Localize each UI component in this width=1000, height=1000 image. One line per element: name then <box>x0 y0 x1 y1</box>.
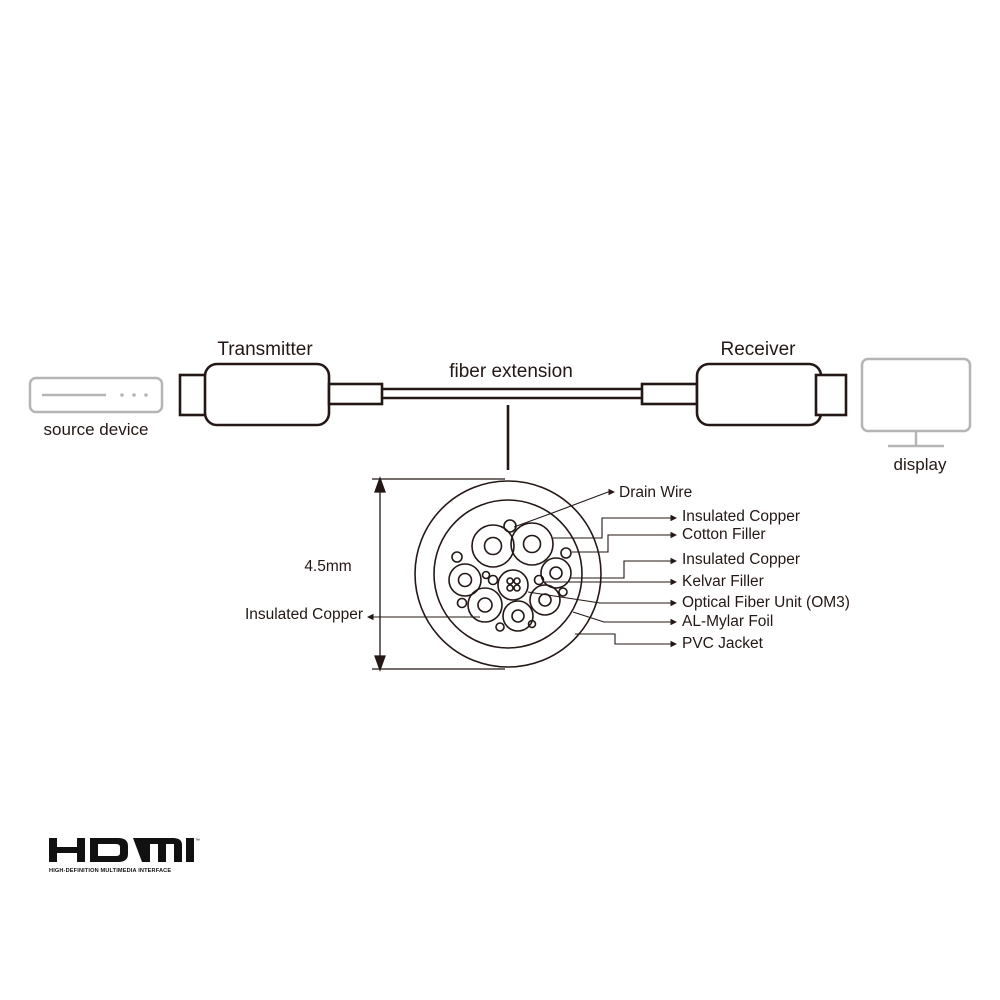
hdmi-logo-icon: ™ HIGH-DEFINITION MULTIMEDIA INTERFACE <box>49 838 200 874</box>
callout-insulated-copper-2: Insulated Copper <box>682 551 800 568</box>
insulated-copper-left-label: Insulated Copper <box>245 606 363 623</box>
monitor-icon <box>860 357 972 448</box>
pvc-jacket-ring <box>414 480 602 668</box>
receiver-boot <box>640 382 699 406</box>
foil-ring <box>433 499 583 649</box>
receiver-body <box>695 362 823 427</box>
transmitter-boot <box>327 382 384 406</box>
callout-kelvar-filler: Kelvar Filler <box>682 573 764 590</box>
receiver-plug <box>814 373 848 417</box>
callout-drain-wire: Drain Wire <box>619 484 692 501</box>
cable-cross-section <box>414 480 602 668</box>
source-device-icon <box>28 376 164 414</box>
transmitter-body <box>203 362 331 427</box>
diameter-label: 4.5mm <box>304 558 351 575</box>
hdmi-tagline: HIGH-DEFINITION MULTIMEDIA INTERFACE <box>49 868 171 874</box>
callout-cotton-filler: Cotton Filler <box>682 526 766 543</box>
fiber-extension-label: fiber extension <box>449 361 573 382</box>
callout-pvc-jacket: PVC Jacket <box>682 635 764 652</box>
callout-insulated-copper-1: Insulated Copper <box>682 508 800 525</box>
source-device-label: source device <box>44 420 149 439</box>
display-label: display <box>894 455 947 474</box>
transmitter-label: Transmitter <box>217 339 313 360</box>
diameter-dimension <box>372 476 505 672</box>
callout-leaders <box>513 488 678 648</box>
receiver-label: Receiver <box>721 339 797 360</box>
cable-assembly <box>178 362 848 470</box>
hdmi-trademark: ™ <box>195 838 200 844</box>
callout-al-mylar-foil: AL-Mylar Foil <box>682 613 773 630</box>
callout-optical-fiber-unit: Optical Fiber Unit (OM3) <box>682 594 850 611</box>
